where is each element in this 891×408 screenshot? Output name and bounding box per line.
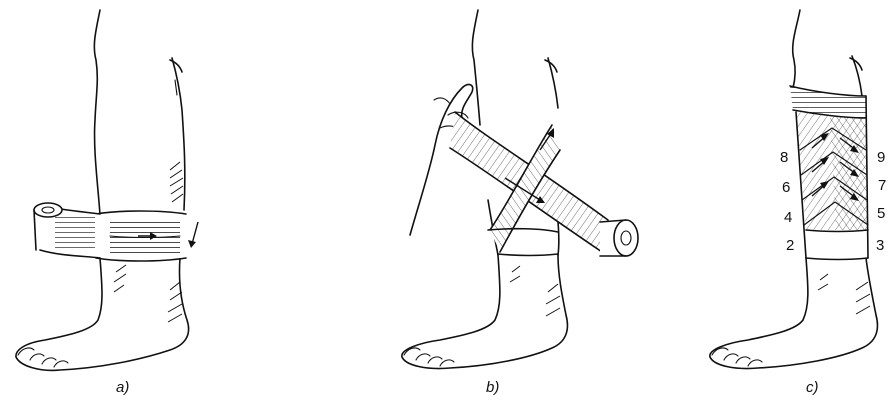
turn-number-5: 5 bbox=[877, 205, 885, 222]
panel-b-foot-shading bbox=[510, 266, 560, 316]
turn-number-4: 4 bbox=[784, 209, 792, 226]
panel-a-down-arrow bbox=[188, 222, 198, 248]
panel-a-drawing: a) bbox=[16, 10, 198, 396]
turn-number-9: 9 bbox=[877, 149, 885, 166]
turn-number-3: 3 bbox=[876, 237, 884, 254]
turn-number-7: 7 bbox=[878, 177, 886, 194]
panel-a-label: a) bbox=[116, 379, 129, 396]
panel-c-turn-numbers-left: 8 6 4 2 bbox=[780, 149, 794, 254]
turn-number-8: 8 bbox=[780, 149, 788, 166]
panel-b-bandage bbox=[450, 112, 638, 256]
panel-c-bandage bbox=[790, 86, 868, 260]
panel-c-label: c) bbox=[806, 379, 819, 396]
panel-a-leg bbox=[16, 10, 189, 370]
panel-c-drawing: 8 6 4 2 9 7 5 3 c) bbox=[710, 10, 886, 396]
panel-b-drawing: b) bbox=[402, 10, 638, 396]
turn-number-2: 2 bbox=[786, 237, 794, 254]
panel-b-label: b) bbox=[486, 379, 499, 396]
turn-number-6: 6 bbox=[782, 179, 790, 196]
panel-c-foot-shading bbox=[818, 274, 870, 314]
panel-a-bandage-ring bbox=[34, 203, 186, 261]
panel-c-turn-numbers-right: 9 7 5 3 bbox=[876, 149, 886, 254]
